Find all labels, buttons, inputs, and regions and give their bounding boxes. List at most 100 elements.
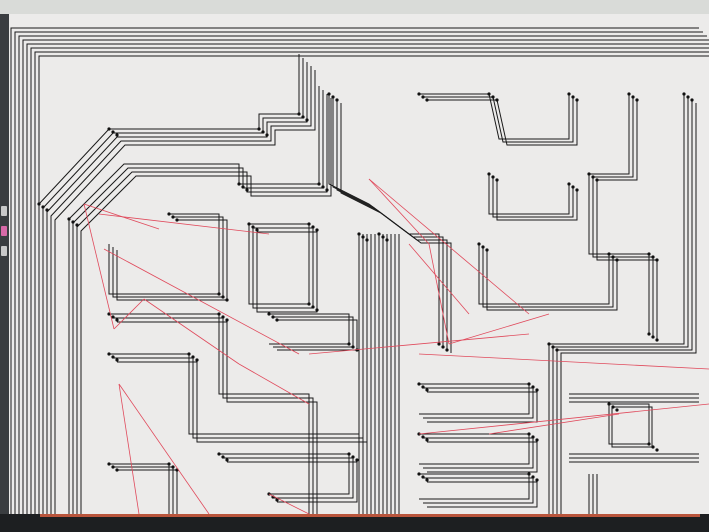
trace[interactable] (423, 477, 534, 504)
via-pad[interactable] (241, 185, 245, 189)
via-pad[interactable] (527, 382, 531, 386)
via-pad[interactable] (611, 255, 615, 259)
trace[interactable] (223, 457, 354, 499)
via-pad[interactable] (107, 127, 111, 131)
via-pad[interactable] (555, 348, 559, 352)
via-pad[interactable] (571, 95, 575, 99)
via-pad[interactable] (485, 248, 489, 252)
via-pad[interactable] (115, 468, 119, 472)
via-pad[interactable] (251, 225, 255, 229)
via-pad[interactable] (531, 385, 535, 389)
trace[interactable] (423, 437, 534, 469)
via-pad[interactable] (635, 98, 639, 102)
via-pad[interactable] (307, 222, 311, 226)
via-pad[interactable] (115, 318, 119, 322)
via-pad[interactable] (607, 402, 611, 406)
trace[interactable] (227, 461, 358, 503)
via-pad[interactable] (321, 185, 325, 189)
via-pad[interactable] (71, 220, 75, 224)
trace[interactable] (611, 406, 653, 448)
via-pad[interactable] (647, 332, 651, 336)
trace[interactable] (116, 219, 228, 301)
via-pad[interactable] (255, 228, 259, 232)
via-pad[interactable] (187, 352, 191, 356)
trace[interactable] (14, 31, 703, 514)
trace[interactable] (109, 353, 359, 435)
via-pad[interactable] (686, 95, 690, 99)
via-pad[interactable] (247, 222, 251, 226)
trace[interactable] (556, 100, 693, 514)
via-pad[interactable] (347, 342, 351, 346)
via-pad[interactable] (45, 208, 49, 212)
trace[interactable] (427, 99, 578, 146)
trace[interactable] (419, 433, 530, 465)
trace[interactable] (419, 93, 570, 140)
via-pad[interactable] (595, 178, 599, 182)
via-pad[interactable] (547, 342, 551, 346)
via-pad[interactable] (535, 388, 539, 392)
via-pad[interactable] (531, 475, 535, 479)
via-pad[interactable] (607, 252, 611, 256)
trace[interactable] (552, 97, 689, 514)
trace[interactable] (46, 62, 308, 514)
via-pad[interactable] (421, 435, 425, 439)
trace[interactable] (596, 100, 658, 340)
via-pad[interactable] (351, 455, 355, 459)
via-pad[interactable] (67, 217, 71, 221)
via-pad[interactable] (191, 355, 195, 359)
via-pad[interactable] (107, 462, 111, 466)
via-pad[interactable] (591, 175, 595, 179)
via-pad[interactable] (171, 215, 175, 219)
trace[interactable] (117, 469, 178, 514)
via-pad[interactable] (385, 238, 389, 242)
via-pad[interactable] (111, 315, 115, 319)
via-pad[interactable] (111, 130, 115, 134)
via-pad[interactable] (221, 315, 225, 319)
via-pad[interactable] (481, 245, 485, 249)
via-pad[interactable] (421, 385, 425, 389)
via-pad[interactable] (495, 178, 499, 182)
via-pad[interactable] (75, 223, 79, 227)
trace[interactable] (117, 361, 367, 443)
via-pad[interactable] (527, 472, 531, 476)
via-pad[interactable] (655, 448, 659, 452)
route-tool-icon[interactable] (1, 246, 7, 256)
via-pad[interactable] (221, 295, 225, 299)
via-pad[interactable] (417, 472, 421, 476)
trace[interactable] (427, 481, 538, 508)
via-pad[interactable] (37, 202, 41, 206)
via-pad[interactable] (567, 182, 571, 186)
via-pad[interactable] (377, 232, 381, 236)
via-pad[interactable] (225, 298, 229, 302)
via-pad[interactable] (425, 388, 429, 392)
trace[interactable] (482, 247, 614, 308)
via-pad[interactable] (301, 115, 305, 119)
via-pad[interactable] (175, 218, 179, 222)
via-pad[interactable] (487, 172, 491, 176)
via-pad[interactable] (615, 258, 619, 262)
via-pad[interactable] (651, 445, 655, 449)
via-pad[interactable] (311, 225, 315, 229)
via-pad[interactable] (477, 242, 481, 246)
via-pad[interactable] (171, 465, 175, 469)
via-pad[interactable] (245, 188, 249, 192)
via-pad[interactable] (225, 458, 229, 462)
via-pad[interactable] (535, 438, 539, 442)
via-pad[interactable] (41, 205, 45, 209)
via-pad[interactable] (257, 127, 261, 131)
via-pad[interactable] (611, 405, 615, 409)
via-pad[interactable] (335, 98, 339, 102)
via-pad[interactable] (425, 438, 429, 442)
trace[interactable] (248, 223, 310, 305)
via-pad[interactable] (655, 338, 659, 342)
trace[interactable] (340, 103, 452, 353)
via-pad[interactable] (315, 228, 319, 232)
select-tool-icon[interactable] (1, 206, 7, 216)
via-pad[interactable] (437, 342, 441, 346)
trace[interactable] (332, 97, 444, 347)
via-pad[interactable] (225, 318, 229, 322)
via-pad[interactable] (111, 465, 115, 469)
trace[interactable] (112, 216, 224, 298)
via-pad[interactable] (647, 252, 651, 256)
via-pad[interactable] (567, 92, 571, 96)
